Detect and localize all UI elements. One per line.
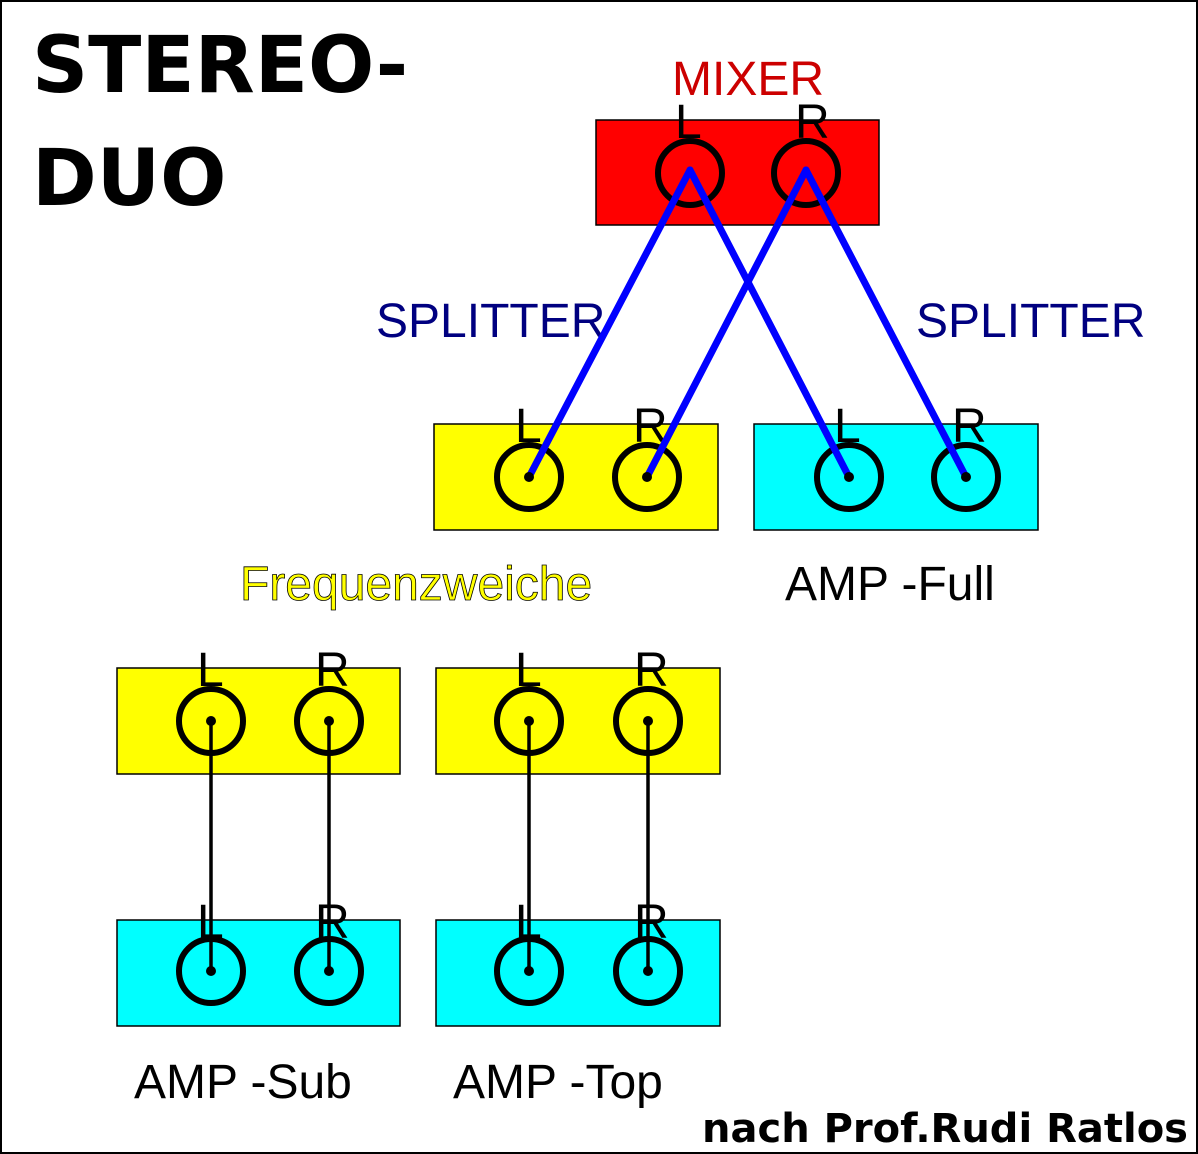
connector-dot (524, 966, 534, 976)
amp-full-right-jack (931, 442, 1001, 512)
connector-dot (642, 472, 652, 482)
amp-full-left-jack (814, 442, 884, 512)
amp-sub-box (116, 919, 401, 1027)
title-line1: STEREO- (32, 21, 408, 111)
connector-dot (524, 472, 534, 482)
mixer-label: MIXER (672, 53, 824, 106)
amp-sub-label: AMP -Sub (134, 1056, 352, 1109)
mixer-left-jack (655, 138, 725, 208)
connector-dot (324, 966, 334, 976)
splitter-cable-mixer-l-to-amp-full-l (686, 166, 853, 481)
connector-dot (206, 966, 216, 976)
splitter-cable-mixer-l-to-crossover-l (525, 166, 694, 481)
splitter-right-label: SPLITTER (916, 295, 1145, 348)
connector-dot (643, 716, 653, 726)
mixer-right-jack (771, 138, 841, 208)
amp-top-label: AMP -Top (453, 1056, 663, 1109)
splitter-cable-mixer-r-to-crossover-r (643, 166, 810, 481)
amp-full-box (753, 423, 1039, 531)
amp-full-label: AMP -Full (785, 558, 995, 611)
crossover-out-sub-box (116, 667, 401, 775)
connector-dot (324, 716, 334, 726)
connector-dot (961, 472, 971, 482)
connector-dot (524, 716, 534, 726)
crossover-input-box (433, 423, 719, 531)
connector-dot (844, 472, 854, 482)
connector-dot (643, 966, 653, 976)
crossover-out-top-box (435, 667, 721, 775)
credit-text: nach Prof.Rudi Ratlos (702, 1106, 1188, 1152)
connector-dot (206, 716, 216, 726)
splitter-left-label: SPLITTER (376, 295, 605, 348)
mixer-box (595, 119, 880, 226)
title-line2: DUO (32, 134, 226, 224)
splitter-cable-mixer-r-to-amp-full-r (802, 166, 970, 481)
crossover-input-right-jack (612, 442, 682, 512)
amp-top-box (435, 919, 721, 1027)
crossover-input-left-jack (494, 442, 564, 512)
crossover-label: Frequenzweiche (240, 558, 592, 611)
